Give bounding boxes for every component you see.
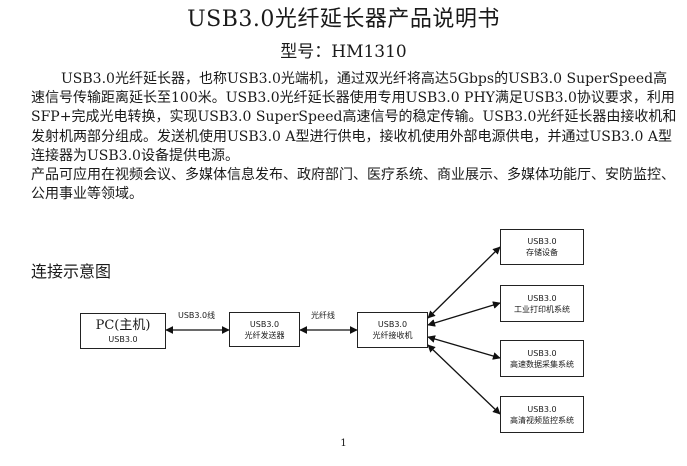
- paragraph-intro: USB3.0光纤延长器，也称USB3.0光端机，通过双光纤将高达5Gbps的US…: [31, 71, 677, 164]
- device-storage-box: USB3.0 存储设备: [500, 229, 584, 265]
- fiber-cable-label: 光纤线: [311, 311, 335, 320]
- link-surveillance: [427, 344, 501, 415]
- page-number: 1: [340, 438, 347, 449]
- device-printer-label: USB3.0: [527, 293, 557, 303]
- fiber-sender-sublabel: 光纤发送器: [244, 330, 285, 340]
- device-printer-box: USB3.0 工业打印机系统: [500, 285, 584, 322]
- paragraph-applications: 产品可应用在视频会议、多媒体信息发布、政府部门、医疗系统、商业展示、多媒体功能厅…: [31, 167, 675, 203]
- device-acquisition-sublabel: 高速数据采集系统: [510, 359, 574, 369]
- fiber-sender-box: USB3.0 光纤发送器: [229, 312, 300, 347]
- device-surveillance-box: USB3.0 高清视频监控系统: [500, 396, 584, 433]
- model-number: 型号：HM1310: [280, 42, 407, 62]
- description: USB3.0光纤延长器，也称USB3.0光端机，通过双光纤将高达5Gbps的US…: [31, 70, 681, 204]
- usb-cable-label: USB3.0线: [178, 311, 216, 320]
- link-storage: [427, 246, 501, 319]
- device-storage-label: USB3.0: [527, 237, 557, 246]
- device-acquisition-label: USB3.0: [527, 348, 557, 358]
- diagram-title: 连接示意图: [31, 262, 112, 281]
- device-acquisition-box: USB3.0 高速数据采集系统: [500, 340, 584, 377]
- pc-host-label: PC(主机): [95, 317, 151, 333]
- fiber-receiver-box: USB3.0 光纤接收机: [357, 312, 428, 348]
- device-surveillance-label: USB3.0: [527, 404, 557, 414]
- link-printer: [427, 301, 501, 327]
- pc-host-sublabel: USB3.0: [108, 334, 138, 344]
- fiber-sender-label: USB3.0: [249, 319, 280, 329]
- device-storage-sublabel: 存储设备: [526, 248, 558, 257]
- document-title: USB3.0光纤延长器产品说明书: [187, 7, 500, 32]
- fiber-receiver-sublabel: 光纤接收机: [372, 331, 413, 340]
- fiber-receiver-label: USB3.0: [377, 320, 408, 329]
- pc-host-box: PC(主机) USB3.0: [80, 313, 166, 349]
- device-printer-sublabel: 工业打印机系统: [514, 304, 570, 314]
- device-surveillance-sublabel: 高清视频监控系统: [510, 415, 574, 425]
